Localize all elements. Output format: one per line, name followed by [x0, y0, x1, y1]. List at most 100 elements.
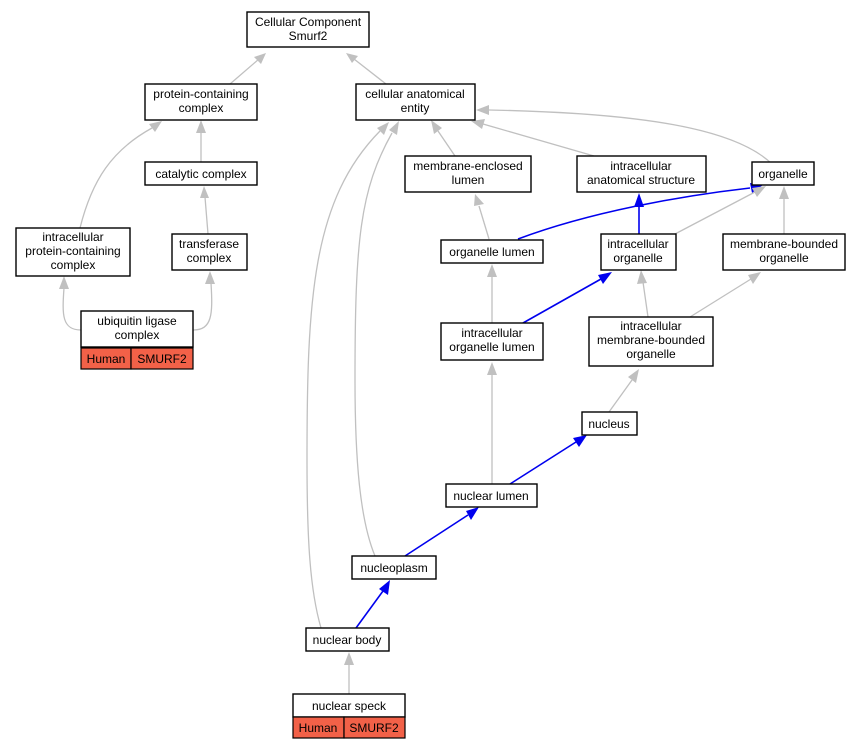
node-label-line: organelle	[758, 167, 808, 181]
node-label-line: Cellular Component	[255, 15, 362, 29]
node-nucleoplasm[interactable]: nucleoplasm	[351, 555, 437, 580]
edge-arrowhead-highlight	[379, 580, 390, 595]
edge-transferase-complex-to-catalytic-complex	[204, 196, 209, 235]
edge-arrowhead	[476, 105, 489, 115]
edge-arrowhead	[59, 276, 69, 289]
node-label-line: catalytic complex	[155, 167, 246, 181]
node-label-line: protein-containing	[153, 87, 248, 101]
node-label-line: organelle lumen	[449, 340, 534, 354]
gene-label: SMURF2	[349, 721, 399, 735]
node-intracellular-protein-containing-complex[interactable]: intracellular protein-containing complex	[15, 227, 131, 277]
edge-arrowhead	[471, 119, 485, 129]
node-label-line: intracellular	[42, 230, 103, 244]
node-label-line: transferase	[179, 237, 239, 251]
node-nuclear-speck[interactable]: nuclear speck Human SMURF2	[292, 693, 406, 739]
edge-protein-containing-complex-to-root	[229, 58, 260, 85]
node-label-line: organelle lumen	[449, 245, 534, 259]
edge-nuclear-lumen-to-nucleus[interactable]	[509, 441, 577, 485]
node-organelle[interactable]: organelle	[751, 161, 815, 186]
node-membrane-bounded-organelle[interactable]: membrane-bounded organelle	[722, 233, 846, 271]
node-label-line: cellular anatomical	[365, 87, 464, 101]
node-intracellular-membrane-bounded-organelle[interactable]: intracellular membrane-bounded organelle	[588, 316, 714, 367]
edge-arrowhead	[344, 652, 354, 665]
node-nuclear-lumen[interactable]: nuclear lumen	[445, 483, 538, 508]
edge-arrowhead-highlight	[466, 507, 479, 520]
edge-intracellular-organelle-to-organelle	[674, 191, 756, 235]
node-organelle-lumen[interactable]: organelle lumen	[440, 239, 544, 264]
edge-membrane-enclosed-lumen-to-cellular-anatomical-entity	[437, 130, 456, 157]
edge-intracellular-membrane-bounded-organelle-to-intracellular-organelle	[642, 281, 649, 318]
gene-tag	[130, 347, 194, 370]
edge-intracellular-protein-containing-complex-to-protein-containing-complex	[79, 127, 153, 229]
edge-arrowhead	[200, 186, 209, 198]
node-label-line: protein-containing	[25, 244, 120, 258]
edge-nuclear-body-to-cellular-anatomical-entity	[306, 130, 381, 629]
edge-cellular-anatomical-entity-to-root	[353, 58, 387, 85]
edge-ubiquitin-ligase-complex-to-intracellular-protein-containing-complex	[62, 287, 82, 331]
node-label-line: nuclear speck	[312, 699, 387, 713]
node-label-line: intracellular	[610, 159, 671, 173]
edge-organelle-lumen-to-membrane-enclosed-lumen	[478, 205, 490, 240]
node-catalytic-complex[interactable]: catalytic complex	[144, 161, 258, 186]
edge-arrowhead	[389, 121, 399, 135]
edge-arrowhead	[487, 362, 497, 375]
edge-arrowhead	[779, 186, 789, 199]
node-cellular-anatomical-entity[interactable]: cellular anatomical entity	[355, 83, 476, 121]
gene-tag	[343, 716, 406, 739]
edge-nucleus-to-intracellular-membrane-bounded-organelle	[608, 379, 633, 413]
node-nucleus[interactable]: nucleus	[581, 411, 638, 436]
edge-nucleoplasm-to-nuclear-lumen[interactable]	[404, 514, 469, 557]
edge-arrowhead	[487, 264, 497, 277]
species-label: Human	[299, 721, 338, 735]
edge-intracellular-anatomical-structure-to-cellular-anatomical-entity	[482, 123, 595, 157]
gene-label: SMURF2	[137, 352, 187, 366]
node-label-line: entity	[401, 101, 430, 115]
node-label-line: complex	[51, 258, 96, 272]
node-label-line: nuclear body	[313, 633, 382, 647]
node-cellular-component-root[interactable]: Cellular Component Smurf2	[246, 11, 370, 48]
node-label-line: nucleus	[588, 417, 629, 431]
node-label-line: Smurf2	[289, 29, 328, 43]
node-label-line: membrane-enclosed	[413, 159, 522, 173]
edge-arrowhead-highlight	[573, 435, 587, 447]
node-nuclear-body[interactable]: nuclear body	[305, 627, 390, 652]
edge-arrowhead	[205, 271, 215, 284]
node-label-line: complex	[187, 251, 232, 265]
node-label-line: organelle	[759, 251, 809, 265]
node-label-line: membrane-bounded	[597, 333, 705, 347]
node-intracellular-anatomical-structure[interactable]: intracellular anatomical structure	[576, 155, 707, 193]
node-label-line: nucleoplasm	[360, 561, 427, 575]
edge-arrowhead	[149, 121, 162, 132]
species-label: Human	[87, 352, 126, 366]
edge-arrowhead	[346, 53, 358, 63]
node-label-line: intracellular	[461, 326, 522, 340]
edge-arrowhead	[628, 369, 639, 383]
node-label-line: complex	[179, 101, 224, 115]
node-protein-containing-complex[interactable]: protein-containing complex	[144, 83, 258, 121]
node-label-line: intracellular	[620, 319, 681, 333]
edge-intracellular-organelle-lumen-to-intracellular-organelle[interactable]	[522, 278, 602, 324]
edge-arrowhead	[254, 53, 266, 64]
node-membrane-enclosed-lumen[interactable]: membrane-enclosed lumen	[404, 155, 532, 193]
edge-arrowhead	[637, 270, 647, 284]
edge-arrowhead	[752, 186, 766, 197]
edge-ubiquitin-ligase-complex-to-transferase-complex	[192, 282, 213, 331]
node-label-line: lumen	[452, 173, 485, 187]
node-label-line: complex	[115, 328, 160, 342]
node-label-line: ubiquitin ligase	[97, 314, 177, 328]
node-label-line: organelle	[613, 251, 663, 265]
node-intracellular-organelle-lumen[interactable]: intracellular organelle lumen	[440, 322, 544, 361]
edge-intracellular-membrane-bounded-organelle-to-membrane-bounded-organelle	[689, 278, 752, 318]
node-intracellular-organelle[interactable]: intracellular organelle	[600, 233, 677, 271]
edge-nucleoplasm-to-cellular-anatomical-entity	[354, 132, 393, 557]
edge-organelle-to-cellular-anatomical-entity	[488, 109, 773, 165]
node-label-line: nuclear lumen	[453, 489, 528, 503]
edge-arrowhead	[748, 272, 761, 284]
edge-arrowhead-highlight	[634, 193, 644, 207]
node-ubiquitin-ligase-complex[interactable]: ubiquitin ligase complex Human SMURF2	[80, 310, 194, 370]
node-label-line: intracellular	[607, 237, 668, 251]
edge-arrowhead-highlight	[598, 272, 612, 284]
node-transferase-complex[interactable]: transferase complex	[171, 233, 248, 271]
edge-nuclear-body-to-nucleoplasm[interactable]	[355, 590, 384, 629]
